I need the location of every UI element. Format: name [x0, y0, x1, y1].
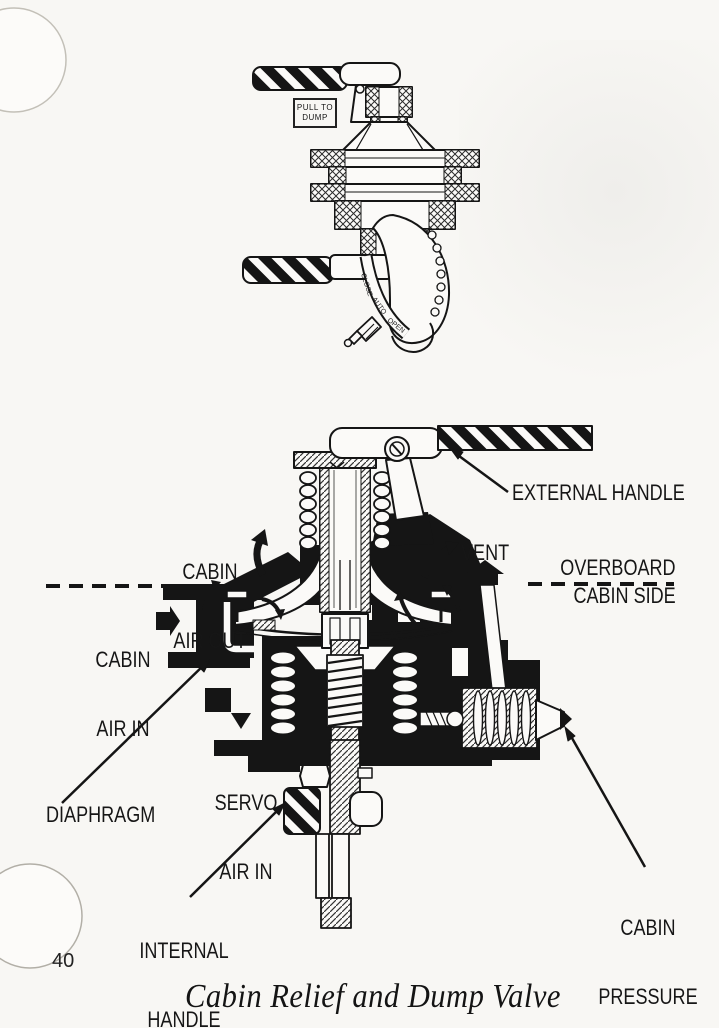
pull-tag-line2: DUMP: [302, 113, 328, 122]
external-handle-assembly: [329, 425, 593, 521]
servo-stem: [326, 639, 364, 835]
stem-bolt: [299, 764, 373, 788]
figure-external-view: CLOSE AUTO OPEN: [242, 62, 480, 353]
quadrant-sector: CLOSE AUTO OPEN: [359, 214, 451, 353]
lower-stem-rods: [315, 833, 352, 929]
label-vent: VENT: [461, 540, 510, 565]
relief-poppets: [226, 590, 452, 622]
diaphragm-leader: [197, 659, 211, 673]
binder-holes: [0, 7, 83, 969]
pull-to-dump-tag: PULL TO DUMP: [293, 98, 337, 128]
external-handle-leader: [449, 447, 464, 460]
label-diaphragm: DIAPHRAGM: [46, 802, 156, 827]
pull-tag-line1: PULL TO: [296, 103, 334, 112]
label-servo-air-in: SERVO AIR IN: [214, 790, 278, 884]
main-springs: [269, 650, 419, 736]
servo-port-arrow: [231, 713, 251, 729]
page-number: 40: [52, 950, 75, 972]
internal-handle-striped-block: [283, 787, 321, 835]
cabin-pressure-sensor: [419, 687, 572, 749]
label-overboard: OVERBOARD: [560, 555, 676, 580]
label-cabin-air-in: CABIN AIR IN: [95, 647, 151, 741]
label-cabin-air-out: CABIN AIR OUT: [173, 559, 247, 653]
figure-cross-section: [46, 425, 674, 929]
external-handle-striped-bar: [437, 425, 593, 451]
label-external-handle: EXTERNAL HANDLE: [512, 480, 685, 505]
hose-barb-fitting: [343, 316, 382, 348]
label-cabin-pressure-sensor: CABIN PRESSURE SENSOR: [598, 915, 698, 1009]
dump-handle-t-grip: [339, 62, 401, 86]
overboard-cabin-divider: [46, 582, 674, 588]
leader-arrows: [61, 447, 647, 898]
figure-caption: Cabin Relief and Dump Valve: [185, 978, 561, 1015]
vent-arrow: [466, 560, 504, 585]
cabin-air-in-arrow: [156, 606, 180, 636]
airflow-arrows: [156, 529, 504, 729]
auto-handle-striped-grip: [242, 256, 334, 284]
bonnet-springs: [299, 471, 391, 550]
sensor-leader: [564, 726, 576, 742]
label-internal-handle: INTERNAL HANDLE: [139, 938, 229, 1028]
dump-handle-striped-grip: [252, 66, 348, 91]
label-cabin-side: CABIN SIDE: [573, 583, 676, 608]
internal-handle-leader: [272, 802, 286, 816]
